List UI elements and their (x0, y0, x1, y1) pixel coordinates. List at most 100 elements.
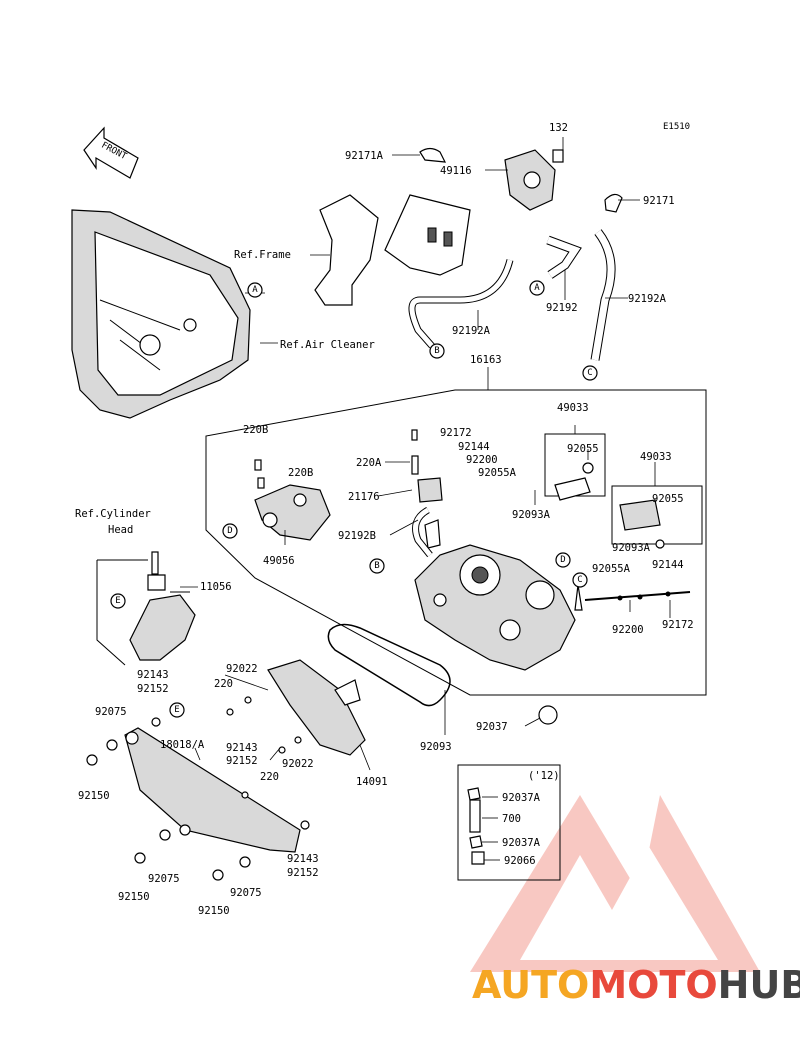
part-92150-b: 92150 (118, 891, 150, 903)
part-49033-a: 49033 (557, 402, 589, 414)
part-92075-a: 92075 (95, 706, 127, 718)
ref-cylinder-head-label-1: Ref.Cylinder (75, 508, 151, 520)
part-49056: 49056 (263, 555, 295, 567)
part-220b-a: 220B (243, 424, 268, 436)
part-92171: 92171 (643, 195, 675, 207)
part-92200-right: 92200 (612, 624, 644, 636)
part-92192a-left: 92192A (452, 325, 491, 337)
callout-c-1: C (582, 365, 598, 381)
part-92037a-a: 92037A (502, 792, 541, 804)
svg-text:D: D (560, 555, 565, 565)
part-92055-b: 92055 (652, 493, 684, 505)
svg-text:A: A (252, 285, 258, 295)
callout-b-2: B (369, 558, 385, 574)
part-92143-a: 92143 (137, 669, 169, 681)
clamp-92037 (538, 705, 558, 725)
watermark-logo (470, 795, 760, 972)
callout-b-1: B (429, 343, 445, 359)
callout-e-2: E (169, 702, 185, 718)
part-92055-a: 92055 (567, 443, 599, 455)
watermark-text: AUTOMOTOHUB (472, 963, 800, 1007)
part-92192a-right: 92192A (628, 293, 667, 305)
svg-text:C: C (587, 368, 592, 378)
part-49033-b: 49033 (640, 451, 672, 463)
part-92172-top: 92172 (440, 427, 472, 439)
svg-text:B: B (374, 561, 379, 571)
part-92144-right: 92144 (652, 559, 684, 571)
part-92200-top: 92200 (466, 454, 498, 466)
callout-e-1: E (110, 593, 126, 609)
part-220-a: 220 (214, 678, 233, 690)
svg-text:E: E (115, 596, 120, 606)
front-arrow-icon: FRONT (83, 126, 139, 179)
clamp-92171 (604, 193, 623, 213)
part-92075-b: 92075 (148, 873, 180, 885)
part-92172-right: 92172 (662, 619, 694, 631)
throttle-body-16163 (414, 519, 576, 671)
ref-cylinder-head-label-2: Head (108, 524, 133, 536)
part-49116: 49116 (440, 165, 472, 177)
air-cleaner-ref (71, 209, 251, 419)
part-92075-c: 92075 (230, 887, 262, 899)
part-92192: 92192 (546, 302, 578, 314)
pipe-right (574, 584, 691, 611)
year-2012-parts (467, 787, 485, 865)
valve-49116 (419, 147, 564, 211)
part-92093: 92093 (420, 741, 452, 753)
cylinder-head-frame (96, 559, 190, 666)
part-92152-b: 92152 (226, 755, 258, 767)
part-92055a-top: 92055A (478, 467, 517, 479)
part-92192b: 92192B (338, 530, 376, 542)
part-220b-b: 220B (288, 467, 313, 479)
svg-text:C: C (577, 575, 582, 585)
callout-d-1: D (222, 523, 238, 539)
svg-text:B: B (434, 346, 439, 356)
hoses (408, 229, 616, 361)
part-92037: 92037 (476, 721, 508, 733)
year-2012-box (457, 764, 561, 881)
part-92144-top: 92144 (458, 441, 490, 453)
part-18018a: 18018/A (160, 739, 205, 751)
part-132: 132 (549, 122, 568, 134)
valve-49056 (254, 459, 331, 541)
part-92152-a: 92152 (137, 683, 169, 695)
callout-d-2: D (555, 552, 571, 568)
injector-49033 (544, 433, 703, 549)
cover-14091 (267, 659, 366, 756)
part-21176: 21176 (348, 491, 380, 503)
callout-a-2: A (529, 280, 545, 296)
part-92093a-a: 92093A (512, 509, 551, 521)
belt-92093 (327, 623, 451, 707)
part-92037a-b: 92037A (502, 837, 541, 849)
guard-18018a (124, 727, 301, 853)
part-220-b: 220 (260, 771, 279, 783)
part-92093a-b: 92093A (612, 542, 651, 554)
ref-frame-label: Ref.Frame (234, 249, 291, 261)
ref-air-cleaner-label: Ref.Air Cleaner (280, 339, 375, 351)
part-92143-c: 92143 (287, 853, 319, 865)
watermark-hub: HUB (718, 963, 800, 1007)
part-92022-a: 92022 (226, 663, 258, 675)
part-16163: 16163 (470, 354, 502, 366)
part-11056: 11056 (200, 581, 232, 593)
cylinder-head-ref (129, 551, 196, 661)
throttle-body-boundary (205, 389, 707, 696)
fasteners (86, 696, 310, 881)
year-note: ('12) (528, 770, 560, 782)
part-92066: 92066 (504, 855, 536, 867)
callout-c-2: C (572, 572, 588, 588)
part-92171a: 92171A (345, 150, 384, 162)
sensor-21176 (411, 429, 443, 503)
part-labels: 132 92171A 49116 92171 92192 92192A 9219… (78, 122, 694, 917)
diagram-code: E1510 (663, 122, 690, 132)
callout-a-1: A (247, 282, 263, 298)
frame-ref (314, 194, 471, 306)
svg-text:E: E (174, 705, 179, 715)
svg-text:A: A (534, 283, 540, 293)
watermark-auto: AUTO (472, 963, 589, 1007)
part-92150-a: 92150 (78, 790, 110, 802)
part-92150-c: 92150 (198, 905, 230, 917)
part-92143-b: 92143 (226, 742, 258, 754)
